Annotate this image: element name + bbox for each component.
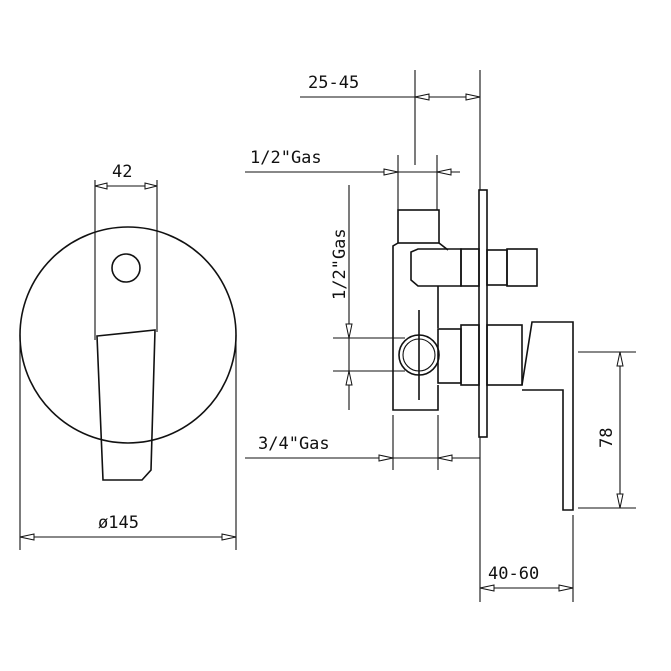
dim-40-60: 40-60 bbox=[488, 564, 539, 584]
diverter-hole bbox=[111, 253, 141, 283]
lever-handle bbox=[96, 329, 156, 481]
cover-plate bbox=[19, 226, 237, 444]
inlet-fitting bbox=[398, 334, 440, 376]
dim-42: 42 bbox=[112, 162, 132, 182]
dim-25-45: 25-45 bbox=[308, 73, 359, 93]
top-outlet bbox=[397, 209, 440, 244]
dim-inlet: 3/4"Gas bbox=[258, 434, 330, 454]
dim-diameter: ø145 bbox=[98, 513, 139, 533]
dim-upper-outlet: 1/2"Gas bbox=[250, 148, 322, 168]
diverter-knob bbox=[506, 248, 538, 287]
dim-side-outlet: 1/2"Gas bbox=[330, 228, 350, 300]
front-view: 42 ø145 bbox=[19, 162, 237, 550]
lever-handle-side bbox=[521, 321, 574, 511]
side-view: 25-45 1/2"Gas 1/2"Gas 3/4"Gas 78 40-60 bbox=[245, 70, 636, 602]
cover-plate-side bbox=[478, 189, 488, 438]
dim-78: 78 bbox=[597, 428, 617, 448]
valve-body bbox=[392, 242, 449, 411]
upper-cartridge bbox=[410, 248, 462, 287]
